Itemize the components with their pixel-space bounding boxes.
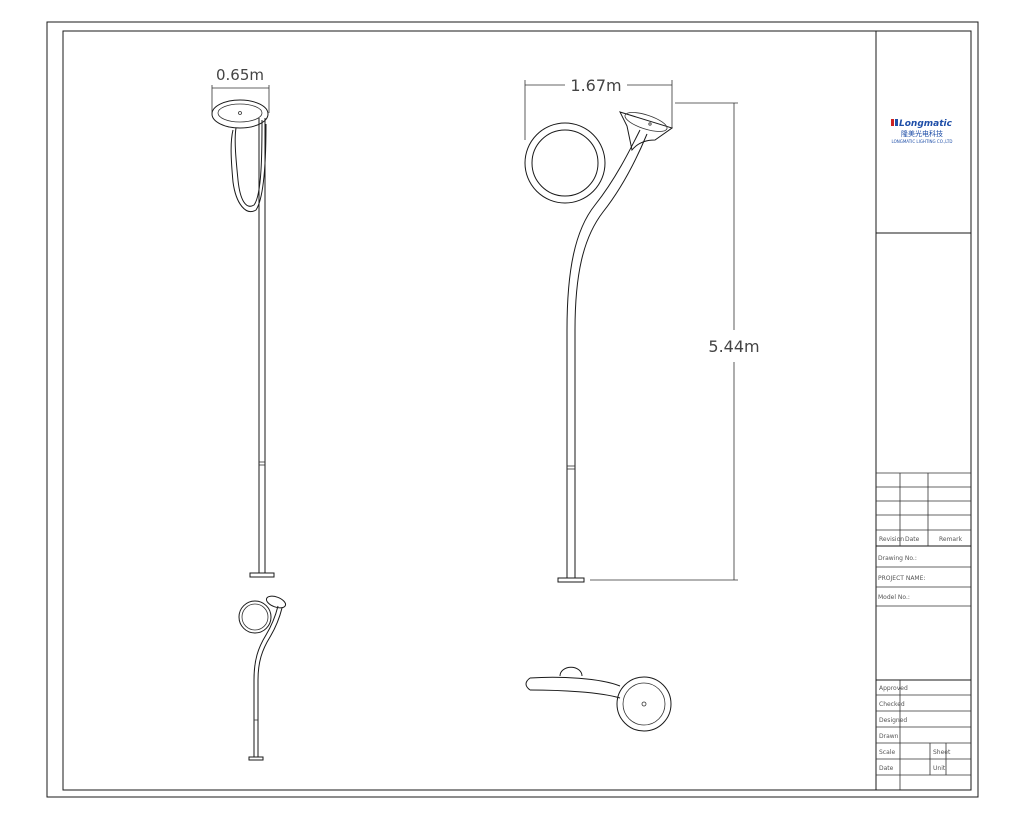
rev-header-remark: Remark	[939, 536, 963, 543]
logo-brand: Longmatic	[899, 119, 953, 129]
perspective-view	[238, 595, 287, 761]
field-model-no: Model No.:	[878, 594, 910, 601]
signoff-date: Date	[879, 765, 894, 772]
title-block: Longmatic 隆美光电科技 LONGMATIC LIGHTING CO.,…	[875, 31, 971, 790]
signoff-designed: Designed	[879, 717, 907, 724]
rev-header-date: Date	[905, 536, 920, 543]
field-project-name: PROJECT NAME:	[878, 575, 925, 582]
rev-header-revision: Revision	[879, 536, 904, 543]
logo-english: LONGMATIC LIGHTING CO.,LTD	[892, 139, 953, 144]
signoff-scale: Scale	[879, 749, 895, 756]
company-logo: Longmatic 隆美光电科技 LONGMATIC LIGHTING CO.,…	[891, 119, 953, 144]
dim-side-width: 0.65m	[216, 66, 264, 84]
dim-front-width: 1.67m	[570, 76, 621, 95]
label-unit: Unit	[933, 765, 946, 772]
field-drawing-no: Drawing No.:	[878, 555, 917, 562]
front-view: 1.67m 5.44m	[524, 76, 760, 583]
logo-chinese: 隆美光电科技	[901, 129, 943, 138]
label-sheet: Sheet	[933, 749, 951, 756]
side-view: 0.65m	[211, 66, 275, 578]
signoff-drawn: Drawn	[879, 733, 899, 740]
signoff-checked: Checked	[879, 701, 905, 708]
inner-frame	[62, 30, 972, 791]
outer-frame	[46, 21, 979, 798]
dim-height: 5.44m	[708, 337, 759, 356]
signoff-approved: Approved	[879, 685, 908, 692]
top-view	[525, 666, 672, 732]
